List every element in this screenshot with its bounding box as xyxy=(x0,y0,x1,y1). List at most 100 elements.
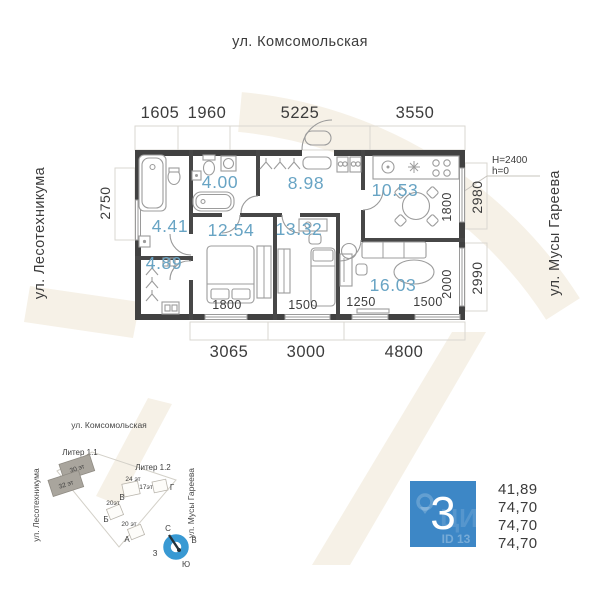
dim-top-2: 1960 xyxy=(188,104,227,122)
dim-int-bottom-3: 1250 xyxy=(346,295,375,309)
hallway-fixtures xyxy=(259,156,362,173)
kitchen-counter xyxy=(372,155,460,180)
toilet-icon xyxy=(202,154,216,161)
room-label-kitchen: 10.53 xyxy=(372,180,419,200)
bathroom-top-fixtures xyxy=(191,154,237,212)
site-building-a xyxy=(126,523,146,541)
washer-icon xyxy=(336,156,349,173)
bathtub-icon xyxy=(138,154,167,212)
tv-icon xyxy=(356,308,390,314)
door-arcs xyxy=(169,119,384,281)
stove-icon xyxy=(432,159,451,177)
armchair-icon xyxy=(340,242,358,260)
room-label-bedroom2: 13.32 xyxy=(276,219,323,239)
site-building-v-floors: 24 эт xyxy=(125,476,140,483)
compass-west: З xyxy=(153,549,158,558)
site-building-b xyxy=(105,503,125,521)
sofa-icon xyxy=(361,241,427,259)
outer-walls xyxy=(135,150,465,320)
svg-text:32 эт: 32 эт xyxy=(58,479,75,490)
chair-icon xyxy=(308,233,322,245)
area-value-1: 41,89 xyxy=(498,481,538,498)
compass-north: С xyxy=(165,524,171,533)
site-building-g-floors: 17эт xyxy=(139,484,152,491)
room-label-living: 16.03 xyxy=(370,275,417,295)
dim-int-right-1: 1800 xyxy=(440,192,454,221)
dim-int-bottom-4: 1500 xyxy=(413,295,442,309)
site-street-left: ул. Лесотехникума xyxy=(31,468,41,542)
dim-top-4: 3550 xyxy=(396,104,435,122)
desk-icon xyxy=(339,253,353,287)
room-label-bedroom1: 12.54 xyxy=(208,220,255,240)
bathtub-icon xyxy=(192,191,235,212)
badge-watermark-id: ID 13 xyxy=(442,532,471,546)
site-plan: ул. Комсомольская ул. Лесотехникума ул. … xyxy=(31,420,197,569)
chair-icon xyxy=(355,263,368,276)
site-street-top: ул. Комсомольская xyxy=(71,420,147,430)
legend: ЦИ 3 ID 13 41,89 74,70 74,70 74,70 xyxy=(410,481,538,552)
site-block1-label: Литер 1.1 xyxy=(62,448,98,457)
chair-icons xyxy=(394,186,439,227)
pin-watermark-tip xyxy=(420,507,430,514)
dim-bottom-1: 3065 xyxy=(210,343,249,361)
site-building-32: 32 эт xyxy=(47,469,85,498)
site-building-v-letter: В xyxy=(119,493,124,502)
kitchen-sink-icon xyxy=(381,160,395,174)
compass-south: Ю xyxy=(182,560,190,569)
site-street-right: ул. Мусы Гареева xyxy=(186,468,196,538)
compass-east: В xyxy=(191,536,196,545)
street-label-top: ул. Комсомольская xyxy=(232,34,368,50)
site-building-b-letter: Б xyxy=(103,515,108,524)
site-building-g xyxy=(151,478,169,494)
dim-right-1: 2980 xyxy=(469,180,485,213)
windows xyxy=(135,167,465,320)
dim-int-bottom-1: 1800 xyxy=(212,298,241,312)
dim-left: 2750 xyxy=(97,186,113,219)
site-building-b-floors: 20эт xyxy=(106,500,119,507)
dim-top-3: 5225 xyxy=(281,104,320,122)
rooms-count-badge xyxy=(410,481,476,547)
vent-icon xyxy=(408,161,420,173)
desk-icon xyxy=(298,218,328,232)
room-label-bathroom-left: 4.41 xyxy=(152,216,188,236)
badge-watermark-letters: ЦИ xyxy=(440,503,478,533)
living-room-fixtures xyxy=(339,241,435,314)
site-building-g-letter: Г xyxy=(170,483,175,492)
room-label-wardrobe: 4.89 xyxy=(146,253,182,273)
site-building-v xyxy=(121,480,141,498)
street-label-left: ул. Лесотехникума xyxy=(32,166,48,299)
dim-bottom-2: 3000 xyxy=(287,343,326,361)
oval-table-icon xyxy=(393,259,435,285)
site-block2-label: Литер 1.2 xyxy=(135,463,171,472)
compass-icon: С В З Ю xyxy=(153,524,197,569)
room-label-bathroom-top: 4.00 xyxy=(202,172,238,192)
dim-top-1: 1605 xyxy=(141,104,180,122)
pin-watermark-icon xyxy=(416,493,434,511)
rooms-count: 3 xyxy=(430,487,456,539)
dim-int-bottom-2: 1500 xyxy=(288,298,317,312)
kitchen-fixtures xyxy=(372,155,460,227)
ceiling-height-note: H=2400 xyxy=(492,155,528,166)
area-value-2: 74,70 xyxy=(498,499,538,516)
site-building-a-floors: 20 эт xyxy=(121,521,136,528)
bedroom2-fixtures xyxy=(277,218,336,307)
street-label-right: ул. Мусы Гареева xyxy=(547,170,563,296)
bedroom1-fixtures xyxy=(206,245,272,304)
wardrobe-fixtures xyxy=(145,257,180,315)
dryer-icon xyxy=(349,156,362,173)
dim-bottom-3: 4800 xyxy=(385,343,424,361)
area-value-4: 74,70 xyxy=(498,535,538,552)
bed-icon xyxy=(206,245,255,304)
site-building-a-letter: А xyxy=(124,535,130,544)
bathroom-left-fixtures xyxy=(138,154,181,248)
dim-right-2: 2990 xyxy=(469,261,485,294)
bed-icon xyxy=(310,247,336,307)
dining-table-icon xyxy=(401,191,431,221)
dim-int-right-2: 2000 xyxy=(440,269,454,298)
floor-level-note: h=0 xyxy=(492,166,509,177)
dimension-lines xyxy=(114,125,540,341)
room-label-hallway: 8.98 xyxy=(288,173,324,193)
shoe-bench-icon xyxy=(302,156,332,170)
